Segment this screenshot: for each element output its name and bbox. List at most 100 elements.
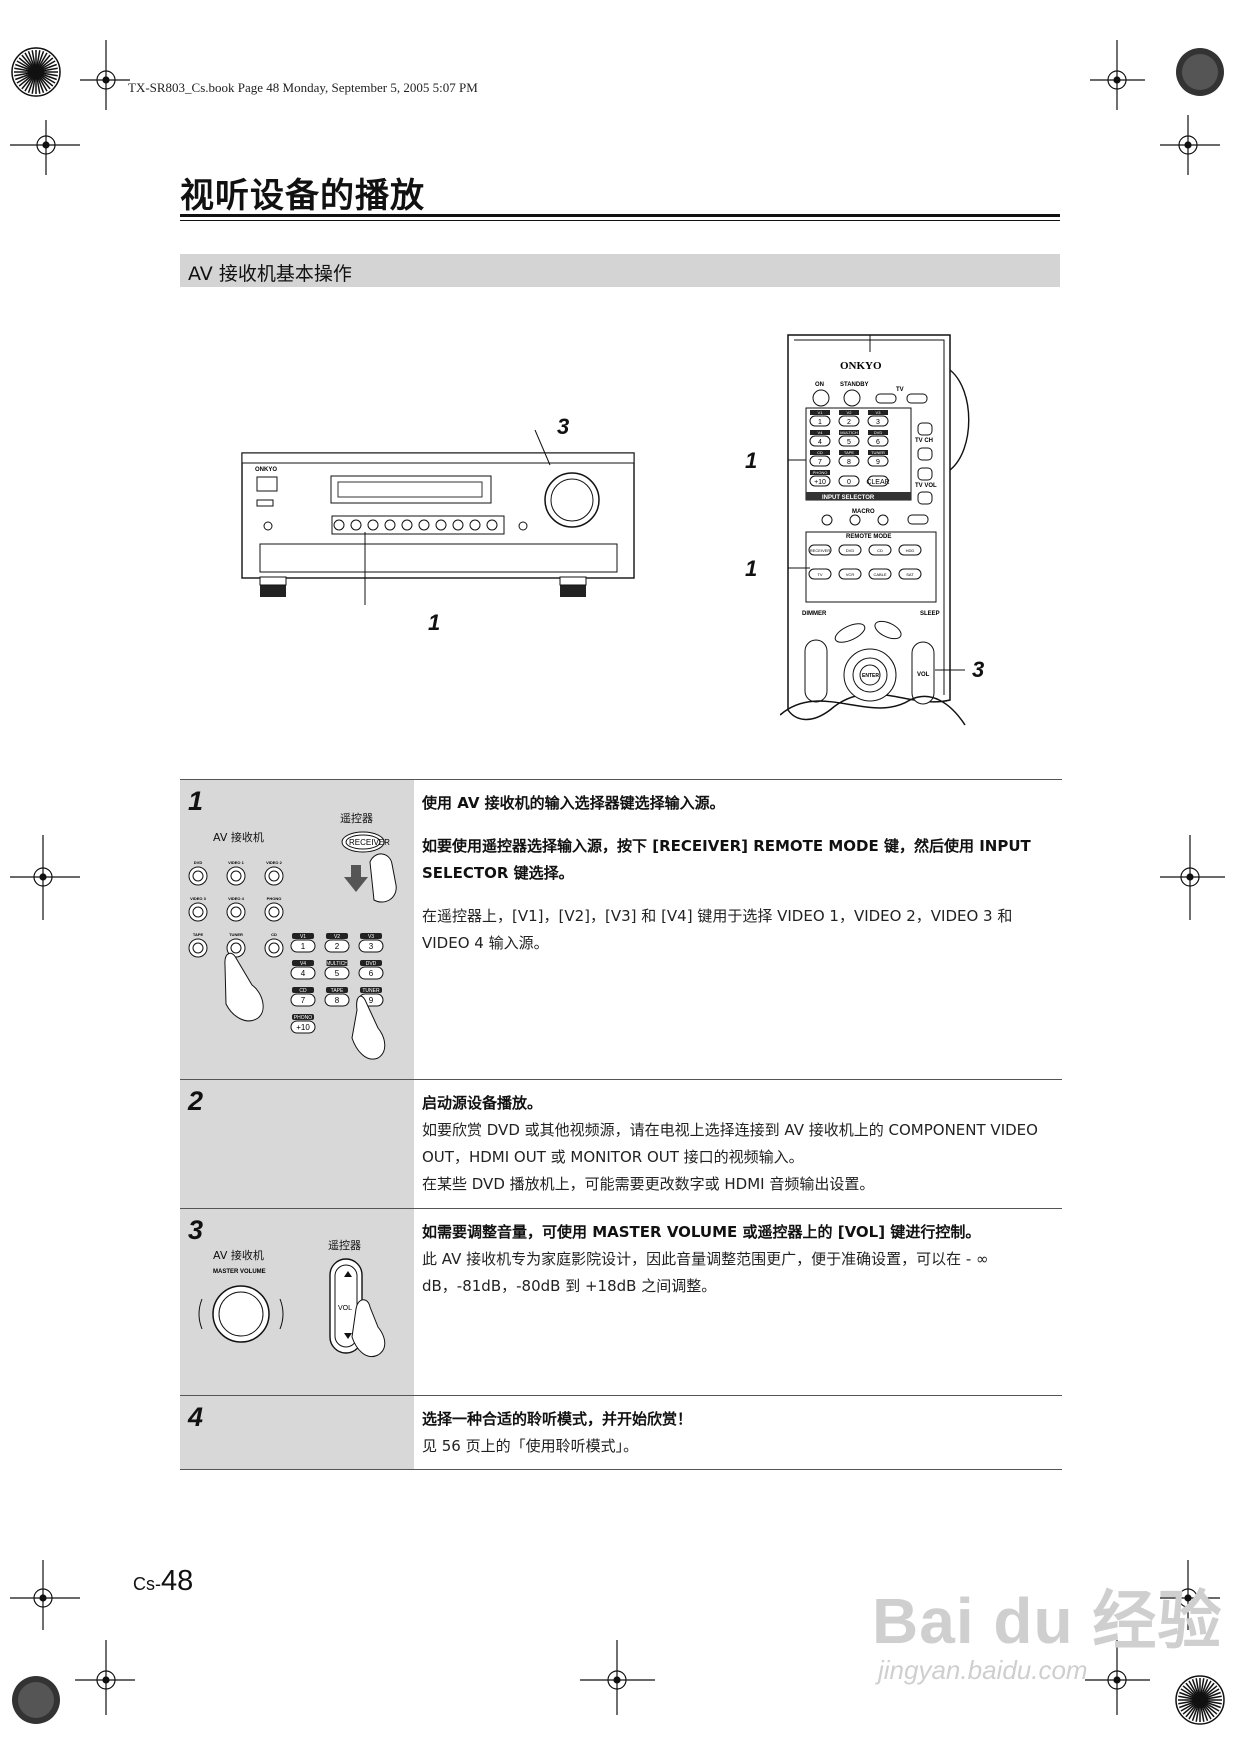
remote-key [838, 435, 860, 447]
step-3-illustration: 3 AV 接收机 遥控器 MASTER VOLUME VOL [180, 1209, 414, 1395]
svg-text:VOL: VOL [338, 1305, 352, 1312]
mode-key [838, 544, 862, 556]
book-header: TX-SR803_Cs.book Page 48 Monday, Septemb… [128, 80, 478, 95]
remote-key-label: CLEAR [866, 479, 889, 486]
input-key-label: 2 [335, 942, 340, 951]
key-tag [810, 430, 830, 435]
source-label: TUNER [229, 932, 243, 937]
input-key [324, 939, 350, 953]
section-heading-bar: AV 接收机基本操作 [180, 254, 1060, 287]
input-key [290, 993, 316, 1007]
input-selector-knob [435, 519, 447, 531]
mode-key-label: TV [817, 572, 822, 577]
key-tag [839, 450, 859, 455]
key-tag-label: TUNER [362, 988, 380, 994]
input-key [290, 1020, 316, 1034]
key-tag-label: CD [817, 450, 823, 455]
key-tag [360, 987, 382, 993]
key-tag-label: TUNER [871, 450, 885, 455]
key-tag [326, 933, 348, 939]
watermark-logo: Bai du 经验 [872, 1585, 1223, 1657]
step-lead: 如需要调整音量，可使用 MASTER VOLUME 或遥控器上的 [VOL] 键… [422, 1223, 981, 1241]
title-rule-thin [180, 220, 1060, 221]
source-label: VIDEO 3 [190, 896, 207, 901]
mode-key-label: HDD [906, 548, 915, 553]
key-tag-label: V1 [818, 410, 824, 415]
key-tag-label: V2 [847, 410, 853, 415]
key-tag [868, 430, 888, 435]
mode-key [898, 568, 922, 580]
input-selector-knob [469, 519, 481, 531]
remote-key-label: 0 [847, 479, 851, 486]
svg-text:DIMMER: DIMMER [802, 611, 827, 617]
svg-text:MACRO: MACRO [852, 509, 875, 515]
key-tag [292, 960, 314, 966]
key-tag [810, 470, 830, 475]
step-paragraph: 此 AV 接收机专为家庭影院设计，因此音量调整范围更广，便于准确设置，可以在 -… [422, 1250, 989, 1295]
remote-key [838, 475, 860, 487]
mode-key [838, 568, 862, 580]
mode-key-label: VCR [846, 572, 855, 577]
input-selector-knob [486, 519, 498, 531]
step-3-text: 如需要调整音量，可使用 MASTER VOLUME 或遥控器上的 [VOL] 键… [414, 1209, 1062, 1395]
key-tag-label: MULTICH [326, 961, 348, 967]
mode-key [868, 568, 892, 580]
remote-key [809, 475, 831, 487]
step-1-text: 使用 AV 接收机的输入选择器键选择输入源。 如要使用遥控器选择输入源，按下 [… [414, 780, 1062, 1079]
input-selector-knob [401, 519, 413, 531]
remote-key-label: 1 [818, 419, 822, 426]
input-selector-knob [418, 519, 430, 531]
remote-key [838, 455, 860, 467]
remote-key-label: +10 [814, 479, 826, 486]
input-selector-knob [384, 519, 396, 531]
remote-key [809, 415, 831, 427]
source-label: CD [271, 932, 277, 937]
remote-key-label: 6 [876, 439, 880, 446]
step-2: 2 启动源设备播放。 如要欣赏 DVD 或其他视频源，请在电视上选择连接到 AV… [180, 1079, 1062, 1208]
input-key [358, 966, 384, 980]
key-tag-label: PHONO [294, 1015, 312, 1021]
svg-text:ENTER: ENTER [862, 673, 879, 679]
callout-1-remote-mode: 1 [745, 556, 758, 581]
title-rule [180, 214, 1060, 217]
callout-3-remote: 3 [972, 657, 985, 682]
step-paragraph: 见 56 页上的「使用聆听模式」。 [422, 1437, 639, 1455]
remote-key [867, 455, 889, 467]
mode-key [898, 544, 922, 556]
source-label: VIDEO 1 [228, 860, 245, 865]
remote-key [867, 475, 889, 487]
remote-key [809, 435, 831, 447]
remote-key-label: 5 [847, 439, 851, 446]
page-number-value: 48 [161, 1565, 194, 1597]
page-number: Cs-48 [133, 1565, 193, 1598]
remote-key [867, 415, 889, 427]
section-heading: AV 接收机基本操作 [188, 263, 352, 285]
step-4: 4 选择一种合适的聆听模式，并开始欣赏！ 见 56 页上的「使用聆听模式」。 [180, 1395, 1062, 1470]
input-key [358, 939, 384, 953]
source-label: DVD [194, 860, 203, 865]
callout-1-remote-input: 1 [745, 448, 758, 473]
callout-1-front: 1 [428, 610, 441, 635]
key-tag-label: CD [299, 988, 307, 994]
input-key-label: 3 [369, 942, 374, 951]
step-lead: 使用 AV 接收机的输入选择器键选择输入源。 [422, 794, 725, 812]
source-label: PHONO [267, 896, 282, 901]
remote-key [867, 435, 889, 447]
svg-text:INPUT SELECTOR: INPUT SELECTOR [822, 495, 875, 501]
remote-key-label: 9 [876, 459, 880, 466]
svg-text:MASTER VOLUME: MASTER VOLUME [213, 1269, 266, 1275]
svg-text:TV CH: TV CH [915, 438, 933, 444]
av-receiver-label: AV 接收机 [213, 1249, 264, 1262]
source-label: TAPE [193, 932, 204, 937]
svg-text:STANDBY: STANDBY [840, 382, 869, 388]
input-key-label: 8 [335, 996, 340, 1005]
key-tag [810, 450, 830, 455]
callout-3-front: 3 [557, 414, 570, 439]
key-tag-label: DVD [366, 961, 377, 967]
remote-label: 遥控器 [340, 812, 373, 825]
watermark-url: jingyan.baidu.com [878, 1655, 1088, 1685]
step-lead: 启动源设备播放。 [422, 1094, 543, 1112]
